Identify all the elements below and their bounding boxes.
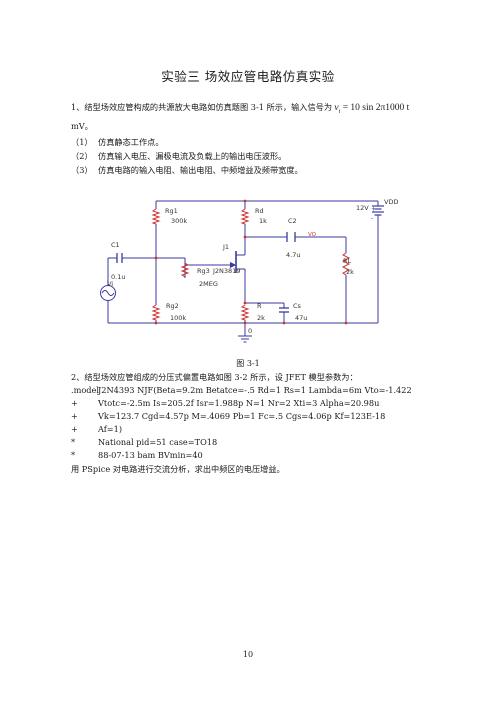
q1-item-1: （1）仿真静态工作点。 (71, 137, 164, 147)
page-number: 10 (242, 650, 254, 659)
junction-dots (154, 199, 348, 325)
value-rg3: 2MEG (199, 280, 218, 288)
value-rg2: 100k (170, 314, 186, 322)
resistor-rg3 (180, 262, 190, 278)
net-label-vo: VO (308, 232, 317, 238)
capacitors (116, 232, 296, 313)
resistors (151, 208, 351, 321)
value-c2: 4.7u (286, 251, 300, 259)
model-line-6: *88-07-13 bam BVmin=40 (71, 450, 203, 460)
resistor-rg2 (151, 304, 161, 321)
model-line-3: +Vk=123.7 Cgd=4.57p M=.4069 Pb=1 Fc=.5 C… (71, 411, 386, 421)
ac-source-vi (100, 285, 116, 301)
q1-intro: 1、结型场效应管构成的共源放大电路如仿真题图 3-1 所示，输入信号为 vi =… (71, 102, 409, 118)
value-rd: 1k (259, 217, 267, 225)
q1-item-2: （2）仿真输入电压、漏极电流及负载上的输出电压波形。 (71, 151, 287, 161)
figure-caption: 图 3-1 (236, 359, 260, 368)
q1-item-3: （3）仿真电路的输入电阻、输出电阻、中频增益及频带宽度。 (71, 165, 303, 175)
q2-closing: 用 PSpice 对电路进行交流分析，求出中频区的电压增益。 (71, 464, 285, 474)
model-line-5: *National pid=51 case=TO18 (71, 437, 218, 447)
label-ground: 0 (248, 327, 252, 335)
model-line-1: .modelJ2N4393 NJF(Beta=9.2m Betatce=-.5 … (71, 385, 412, 395)
model-j1: J2N3819 (212, 267, 240, 275)
q1-equation: vi = 10 sin 2π1000 t (334, 103, 410, 115)
battery-plus: + (371, 205, 376, 213)
resistor-rd (240, 208, 250, 225)
label-vdd: VDD (384, 198, 398, 206)
q1-intro-text: 1、结型场效应管构成的共源放大电路如仿真题图 3-1 所示，输入信号为 (71, 102, 333, 112)
jfet-j1 (218, 249, 246, 273)
value-vdd: 12V (356, 204, 369, 212)
resistor-rg1 (151, 208, 161, 225)
circuit-wires (107, 200, 379, 336)
resistor-r (240, 304, 250, 321)
label-vi: Vi (107, 280, 113, 288)
vdd-battery (372, 205, 384, 216)
label-j1: J1 (222, 243, 229, 251)
ground-symbol (238, 335, 252, 343)
circuit-schematic: Rg1 300k Rd 1k C2 VO 4.7u VDD 12V + - C1… (100, 198, 398, 343)
model-line-4: +Af=1) (71, 424, 123, 434)
label-c2: C2 (288, 217, 297, 225)
value-r: 2k (257, 314, 265, 322)
label-c1: C1 (111, 241, 120, 249)
value-c1: 0.1u (111, 273, 125, 281)
value-rl: 2k (346, 268, 354, 276)
battery-minus: - (371, 214, 374, 222)
q1-unit: mV。 (71, 121, 93, 131)
resistor-rl (341, 252, 351, 276)
label-rg2: Rg2 (166, 302, 179, 310)
value-rg1: 300k (171, 217, 187, 225)
label-rg3: Rg3 (197, 267, 210, 275)
label-rl: RL (343, 257, 352, 265)
label-cs: Cs (293, 302, 302, 310)
q2-intro: 2、结型场效应管组成的分压式偏置电路如图 3-2 所示，设 JFET 模型参数为… (71, 372, 358, 382)
page-title: 实验三 场效应管电路仿真实验 (161, 69, 335, 84)
value-cs: 47u (295, 314, 307, 322)
label-rd: Rd (255, 207, 264, 215)
label-r: R (257, 302, 262, 310)
label-rg1: Rg1 (165, 207, 178, 215)
model-line-2: +Vtotc=-2.5m Is=205.2f Isr=1.988p N=1 Nr… (71, 398, 380, 408)
